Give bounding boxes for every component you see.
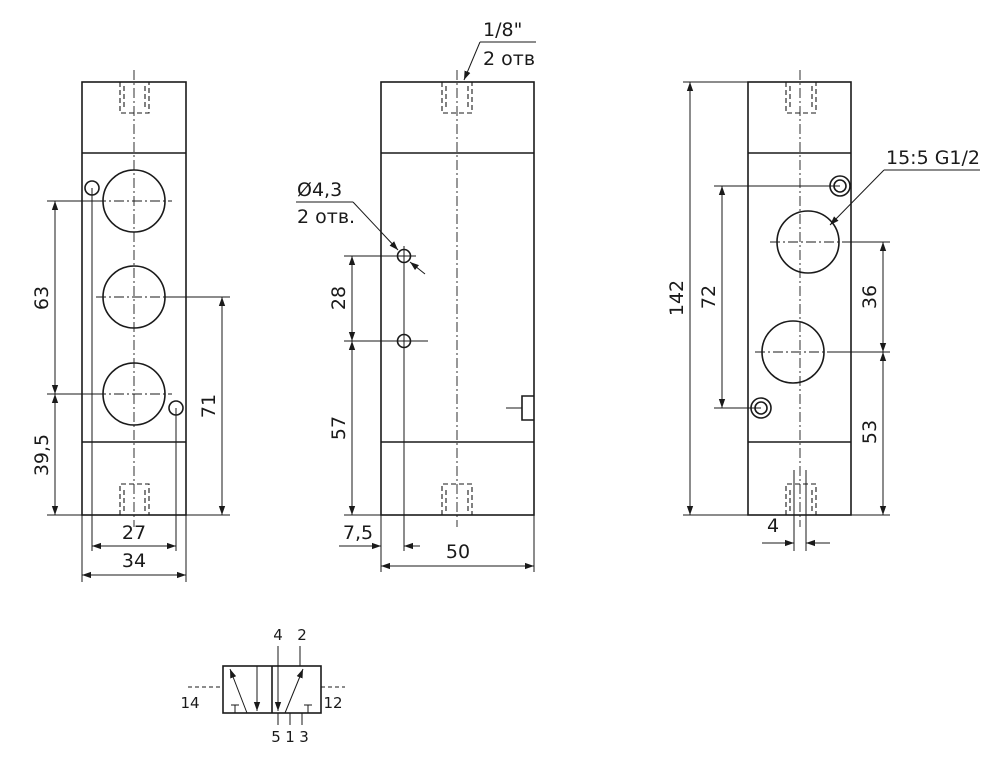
valve-port-5-label: 5: [271, 728, 281, 746]
front-bottom-thread-hidden: [119, 483, 150, 515]
valve-port-2-label: 2: [297, 626, 307, 644]
side-top-thread-hidden: [441, 82, 473, 114]
hole-count-label: 2 отв.: [297, 206, 355, 228]
port-callout-label: 15:5 G1/2: [886, 147, 980, 169]
hole-callout-leader: [352, 201, 399, 251]
dim-142-label: 142: [666, 280, 688, 316]
dim-57-label: 57: [328, 416, 350, 440]
dim-72-label: 72: [698, 285, 720, 309]
valve-flow-arrow-left-up: [229, 668, 248, 714]
hole-dia-label: Ø4,3: [297, 179, 342, 201]
rear-body-outline: [747, 81, 852, 516]
dim-7-5-label: 7,5: [343, 522, 373, 544]
valve-port-4-label: 4: [273, 626, 283, 644]
dim-50-label: 50: [446, 541, 470, 563]
valve-port-12-label: 12: [323, 694, 342, 712]
dim-71-label: 71: [198, 394, 220, 418]
valve-port-3-label: 3: [299, 728, 309, 746]
rear-top-thread-hidden: [785, 82, 817, 114]
side-view: 1/8" 2 отв Ø4,3 2 отв. 28 57 7,5 50: [296, 19, 536, 572]
port-callout-leader: [829, 169, 885, 226]
thread-size-label: 1/8": [483, 19, 522, 41]
valve-schematic-symbol: 4 2 14 12 5 1 3: [180, 626, 345, 746]
side-body-outline: [380, 81, 535, 516]
rear-bottom-thread-hidden: [785, 483, 817, 515]
dim-27-label: 27: [122, 522, 146, 544]
dim-34-label: 34: [122, 550, 146, 572]
side-pilot-port: [521, 395, 534, 421]
valve-port-1-label: 1: [285, 728, 295, 746]
thread-count-label: 2 отв: [483, 48, 535, 70]
rear-view: 15:5 G1/2 142 72 36 53 4: [666, 70, 980, 551]
valve-port-14-label: 14: [180, 694, 199, 712]
side-bottom-thread-hidden: [441, 483, 473, 515]
dim-28-label: 28: [328, 286, 350, 310]
hole-callout-leader-far: [409, 261, 426, 275]
dim-63-label: 63: [31, 286, 53, 310]
dim-36-label: 36: [859, 285, 881, 309]
dim-39-5-label: 39,5: [31, 434, 53, 476]
dim-4-label: 4: [767, 515, 779, 537]
dim-53-label: 53: [859, 420, 881, 444]
thread-callout-leader: [463, 41, 481, 81]
front-top-thread-hidden: [119, 82, 150, 114]
front-view: 63 39,5 71 27 34: [31, 70, 230, 582]
valve-flow-arrow-right-up: [284, 668, 304, 714]
